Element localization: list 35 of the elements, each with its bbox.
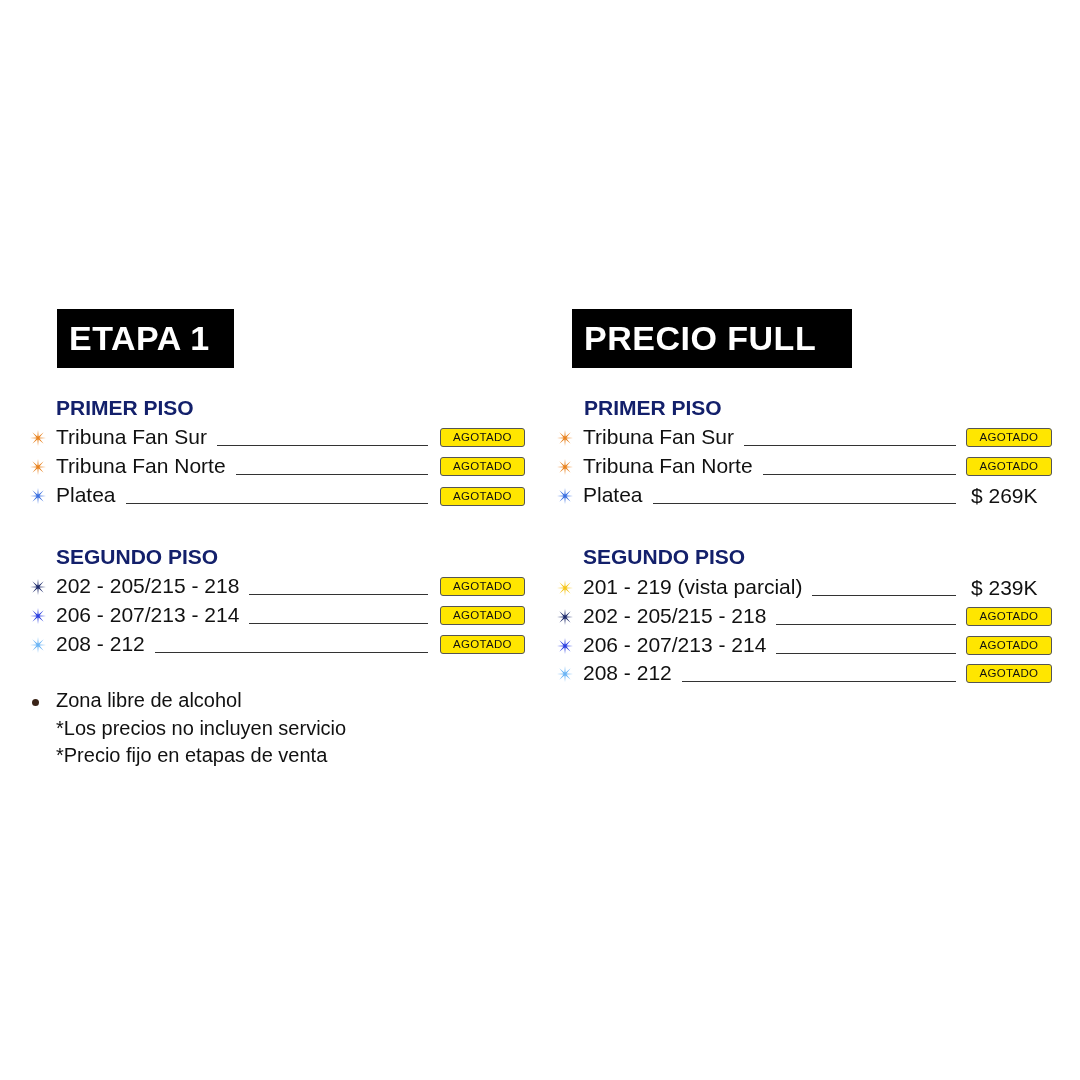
sold-out-badge: AGOTADO [440, 428, 525, 447]
sold-out-badge: AGOTADO [440, 606, 525, 625]
sold-out-badge: AGOTADO [966, 428, 1052, 447]
seating-zone: 208 - 212 [583, 660, 672, 686]
seating-zone: 206 - 207/213 - 214 [56, 602, 240, 628]
seating-zone: 206 - 207/213 - 214 [583, 632, 767, 658]
note: Zona libre de alcohol [56, 688, 242, 713]
note: *Precio fijo en etapas de venta [56, 743, 328, 768]
seating-zone: 201 - 219 (vista parcial) [583, 574, 803, 600]
price: $ 239K [971, 575, 1038, 601]
price: $ 269K [971, 483, 1038, 509]
seating-zone: Tribuna Fan Sur [583, 424, 734, 450]
floor-heading: PRIMER PISO [56, 396, 194, 420]
sold-out-badge: AGOTADO [966, 636, 1052, 655]
seating-zone: 202 - 205/215 - 218 [583, 603, 767, 629]
sold-out-badge: AGOTADO [966, 664, 1052, 683]
sold-out-badge: AGOTADO [440, 487, 525, 506]
seating-zone: Tribuna Fan Norte [56, 453, 226, 479]
seating-zone: 202 - 205/215 - 218 [56, 573, 240, 599]
seating-zone: 208 - 212 [56, 631, 145, 657]
sold-out-badge: AGOTADO [440, 457, 525, 476]
sold-out-badge: AGOTADO [966, 457, 1052, 476]
sold-out-badge: AGOTADO [440, 577, 525, 596]
sold-out-badge: AGOTADO [966, 607, 1052, 626]
sold-out-badge: AGOTADO [440, 635, 525, 654]
floor-heading: SEGUNDO PISO [583, 545, 746, 569]
stage-heading: ETAPA 1 [57, 309, 234, 368]
note: *Los precios no incluyen servicio [56, 716, 347, 741]
seating-zone: Platea [56, 482, 116, 508]
floor-heading: SEGUNDO PISO [56, 545, 219, 569]
stage-heading: PRECIO FULL [572, 309, 852, 368]
seating-zone: Platea [583, 482, 643, 508]
floor-heading: PRIMER PISO [584, 396, 722, 420]
seating-zone: Tribuna Fan Norte [583, 453, 753, 479]
seating-zone: Tribuna Fan Sur [56, 424, 207, 450]
